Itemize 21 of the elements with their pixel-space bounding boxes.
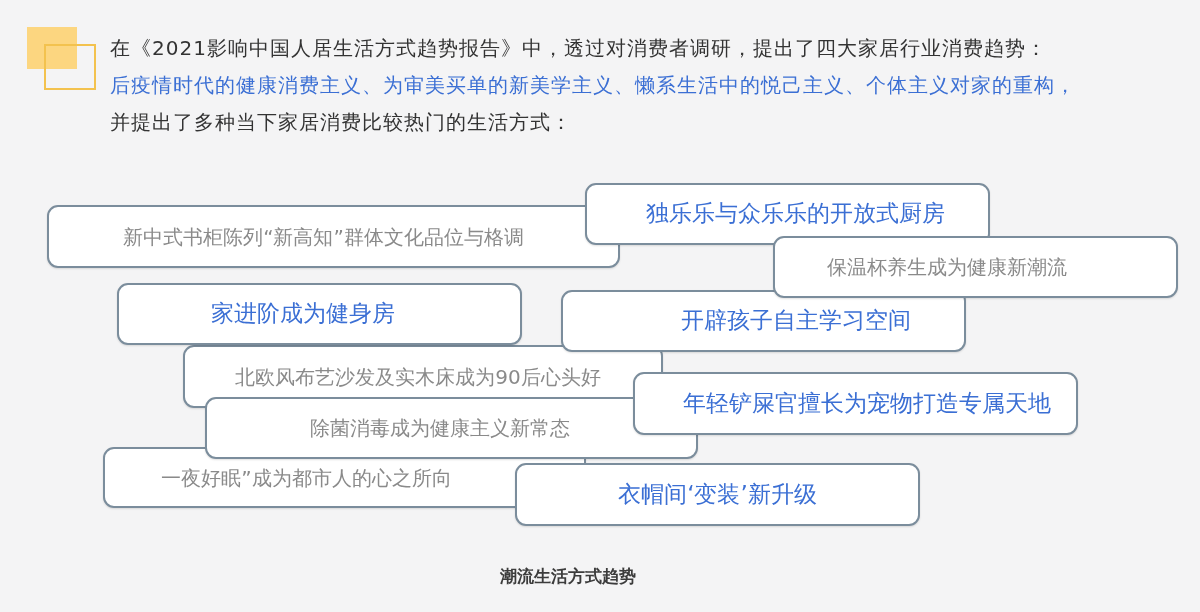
trend-text: 年轻铲屎官擅长为宠物打造专属天地 bbox=[682, 389, 1051, 418]
intro-text: 在《2021影响中国人居生活方式趋势报告》中，透过对消费者调研，提出了四大家居行业消费趋势： bbox=[110, 35, 1047, 61]
trend-text: 开辟孩子自主学习空间 bbox=[680, 307, 911, 335]
trend-text: 除菌消毒成为健康主义新常态 bbox=[309, 416, 570, 440]
trend-text: 一夜好眠”成为都市人的心之所向 bbox=[161, 465, 452, 490]
trend-text: 家进阶成为健身房 bbox=[210, 300, 395, 328]
figure-caption: 潮流生活方式趋势 bbox=[500, 565, 636, 587]
trend-box bbox=[515, 463, 920, 526]
trend-box bbox=[117, 283, 522, 345]
trend-text: 衣帽间‘变装’新升级 bbox=[618, 480, 817, 509]
trend-box bbox=[561, 290, 966, 352]
trend-box bbox=[633, 372, 1078, 435]
trend-box bbox=[773, 236, 1178, 298]
trend-text: 北欧风布艺沙发及实木床成为90后心头好 bbox=[235, 364, 601, 389]
trend-summary-text: 后疫情时代的健康消费主义、为审美买单的新美学主义、懒系生活中的悦己主义、个体主义对家的重构， bbox=[110, 72, 1076, 98]
trend-box bbox=[47, 205, 620, 268]
trend-box bbox=[585, 183, 990, 245]
intro-text: 并提出了多种当下家居消费比较热门的生活方式： bbox=[110, 109, 572, 135]
trend-text: 保温杯养生成为健康新潮流 bbox=[826, 255, 1067, 279]
trend-text: 新中式书柜陈列“新高知”群体文化品位与格调 bbox=[123, 224, 524, 249]
trend-text: 独乐乐与众乐乐的开放式厨房 bbox=[646, 200, 945, 228]
